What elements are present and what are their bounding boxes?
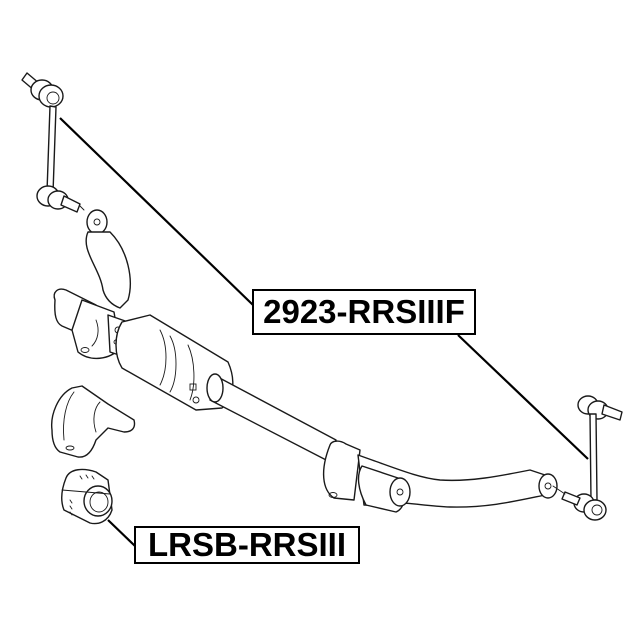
part-number-label-link: 2923-RRSIIIF bbox=[252, 289, 476, 335]
right-stabilizer-link bbox=[552, 395, 623, 521]
leader-line-left-link bbox=[59, 117, 254, 306]
leader-line-bushing bbox=[107, 519, 136, 547]
left-stabilizer-link bbox=[21, 72, 85, 213]
bushing-clamp-bracket bbox=[51, 385, 136, 458]
stabilizer-bar-right-arm bbox=[323, 440, 558, 513]
part-number-label-bushing: LRSB-RRSIII bbox=[134, 526, 360, 564]
stabilizer-bar-bushing bbox=[61, 468, 113, 525]
stabilizer-bar-left-arm bbox=[85, 209, 131, 309]
leader-lines bbox=[59, 117, 589, 547]
stabilizer-bar-center bbox=[115, 314, 337, 463]
leader-line-right-link bbox=[457, 334, 589, 460]
